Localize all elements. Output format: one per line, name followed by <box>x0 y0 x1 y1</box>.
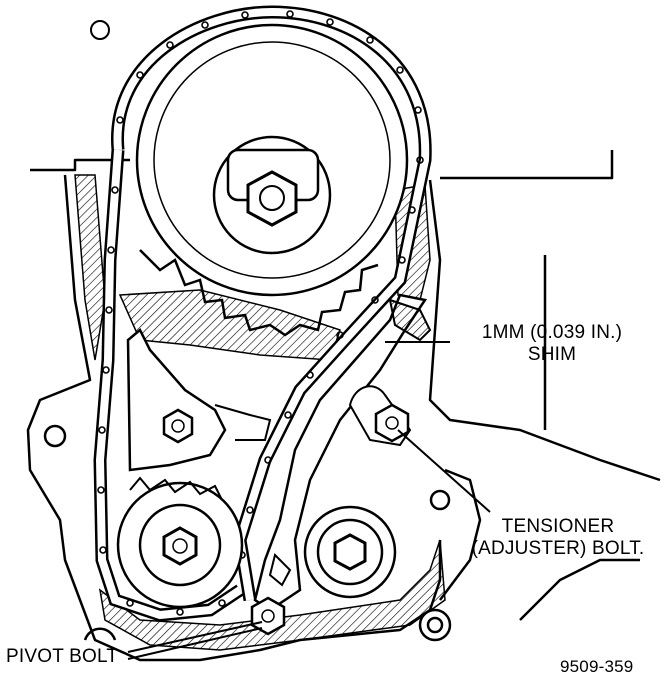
shim-label-line2: SHIM <box>527 344 577 365</box>
pivot-bolt-leader-2 <box>127 627 263 660</box>
tensioner-bolt-label: TENSIONER (ADJUSTER) BOLT. <box>452 516 664 560</box>
crankshaft-bolt-icon <box>162 526 198 566</box>
leader-lines <box>127 341 491 660</box>
camshaft-bolt-icon <box>246 170 298 227</box>
figure-number: 9509-359 <box>560 657 634 676</box>
timing-chain <box>93 5 432 622</box>
bolt-holes <box>43 424 452 642</box>
pivot-bolt-leader-1 <box>127 621 263 653</box>
tensioner-bolt-label-line1: TENSIONER <box>501 516 615 537</box>
crankshaft-sprocket <box>116 476 244 609</box>
shim-label-line1: 1MM (0.039 IN.) <box>481 322 623 343</box>
pivot-bolt-icon <box>250 596 286 636</box>
camshaft-sprocket <box>135 23 409 337</box>
shim-label: 1MM (0.039 IN.) SHIM <box>452 322 652 366</box>
mounting-hole-top <box>90 20 110 40</box>
guide-bolt-icon <box>162 408 194 444</box>
tensioner-bolt-leader <box>397 429 491 513</box>
tensioner-bolt-label-line2: (ADJUSTER) BOLT. <box>471 538 645 559</box>
chain-guide <box>126 328 272 472</box>
intermediate-sprocket <box>303 505 397 599</box>
engine-block-outline <box>26 150 661 662</box>
pivot-bolt-label: PIVOT BOLT <box>6 646 119 667</box>
